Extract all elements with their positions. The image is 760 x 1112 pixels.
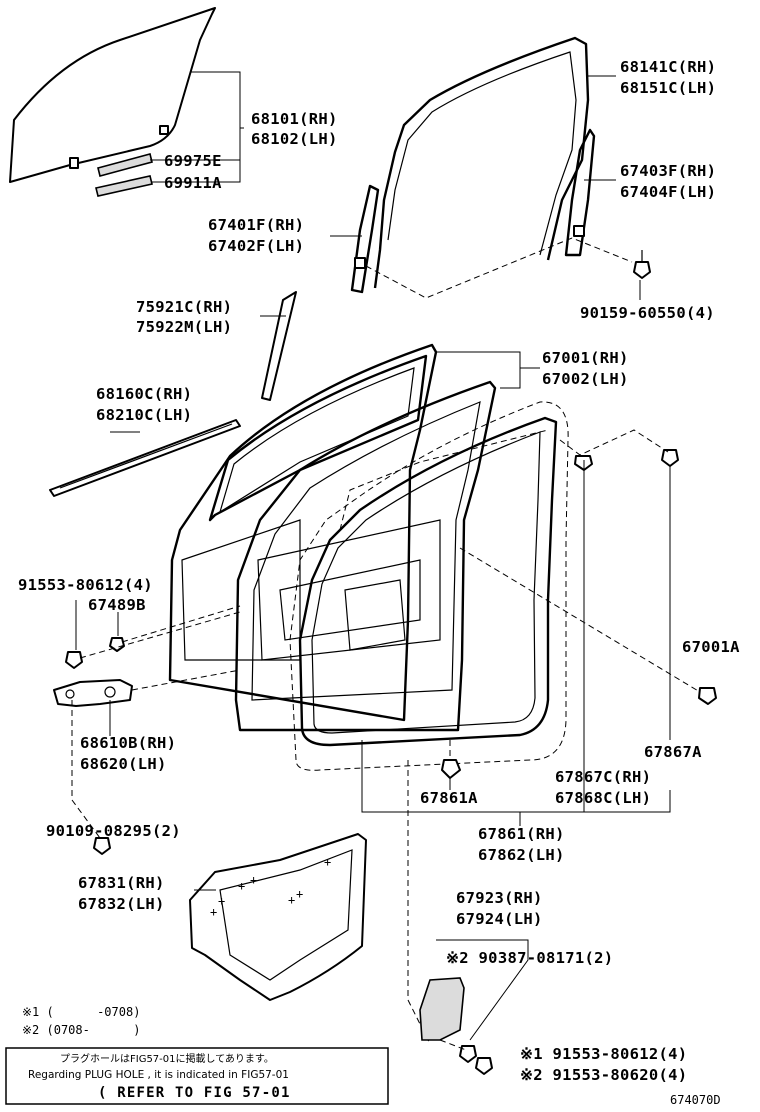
label-glass-lh: 68102(LH) — [251, 130, 338, 148]
label-weatherstrip-rh: 67861(RH) — [478, 825, 565, 843]
door-inner-frame-drawing — [234, 380, 497, 732]
upper-run-channel-drawing — [373, 36, 590, 289]
label-cover-lh: 67924(LH) — [456, 910, 543, 928]
screw-90159-drawing — [633, 250, 651, 279]
svg-text:+: + — [296, 887, 303, 901]
outer-garnish-drawing — [261, 291, 297, 401]
label-67861a: 67861A — [420, 789, 478, 807]
leader-lines — [75, 71, 671, 1041]
label-belt-lh: 68210C(LH) — [96, 406, 192, 424]
label-90159: 90159-60550(4) — [580, 304, 715, 322]
label-belt-rh: 68160C(RH) — [96, 385, 192, 403]
label-run-rear-rh: 67403F(RH) — [620, 162, 716, 180]
service-hole-film-drawing: + + + + + + + — [189, 833, 367, 1001]
label-67867a: 67867A — [644, 743, 702, 761]
label-mark2-screw: ※2 91553-80620(4) — [520, 1066, 687, 1084]
notice-box: プラグホールはFIG57-01に掲載してあります。 Regarding PLUG… — [5, 1047, 389, 1105]
svg-text:+: + — [210, 905, 217, 919]
label-69975e: 69975E — [164, 152, 222, 170]
label-garnish-rh: 75921C(RH) — [136, 298, 232, 316]
label-mark2-part: ※2 90387-08171(2) — [446, 949, 613, 967]
bolt-90109-drawing — [93, 837, 111, 855]
label-weather-c-rh: 67867C(RH) — [555, 768, 651, 786]
label-69911a: 69911A — [164, 174, 222, 192]
svg-text:+: + — [238, 879, 245, 893]
label-film-lh: 67832(LH) — [78, 895, 165, 913]
notice-reference: ( REFER TO FIG 57-01 — [98, 1085, 291, 1101]
bolt-91553-drawing — [65, 637, 125, 669]
label-run-upper-lh: 68151C(LH) — [620, 79, 716, 97]
clip-upper-drawing — [574, 449, 679, 471]
label-glass-rh: 68101(RH) — [251, 110, 338, 128]
legend-note-2: ※2 (0708- ) — [22, 1023, 140, 1037]
label-garnish-lh: 75922M(LH) — [136, 318, 232, 336]
legend-notes: ※1 ( -0708) ※2 (0708- ) — [22, 1005, 140, 1037]
rear-run-channel-drawing — [564, 128, 596, 257]
figure-code: 674070D — [670, 1093, 721, 1107]
door-glass-drawing — [9, 7, 216, 183]
label-67489b: 67489B — [88, 596, 146, 614]
label-hinge-rh: 68610B(RH) — [80, 734, 176, 752]
label-mark1-screw: ※1 91553-80612(4) — [520, 1045, 687, 1063]
label-weather-c-lh: 67868C(LH) — [555, 789, 651, 807]
label-hinge-lh: 68620(LH) — [80, 755, 167, 773]
clip-67001a-drawing — [698, 687, 717, 705]
clip-67861a-drawing — [441, 759, 461, 779]
label-run-upper-rh: 68141C(RH) — [620, 58, 716, 76]
label-run-rear-lh: 67404F(LH) — [620, 183, 716, 201]
lower-cover-drawing — [419, 977, 465, 1041]
weatherstrip-drawing — [298, 416, 558, 747]
label-cover-rh: 67923(RH) — [456, 889, 543, 907]
label-weatherstrip-lh: 67862(LH) — [478, 846, 565, 864]
door-panel-drawing — [168, 343, 438, 722]
label-film-rh: 67831(RH) — [78, 874, 165, 892]
notice-japanese: プラグホールはFIG57-01に掲載してあります。 — [60, 1052, 274, 1065]
glass-channel-drawing — [95, 153, 153, 197]
legend-note-1: ※1 ( -0708) — [22, 1005, 140, 1019]
svg-text:+: + — [250, 873, 257, 887]
screw-lower-drawing — [459, 1045, 493, 1075]
label-67001a: 67001A — [682, 638, 740, 656]
front-run-channel-drawing — [350, 184, 380, 294]
svg-text:+: + — [288, 893, 295, 907]
label-door-lh: 67002(LH) — [542, 370, 629, 388]
label-run-front-rh: 67401F(RH) — [208, 216, 304, 234]
door-hinge-drawing — [53, 679, 133, 707]
label-run-front-lh: 67402F(LH) — [208, 237, 304, 255]
svg-text:+: + — [324, 855, 331, 869]
label-door-rh: 67001(RH) — [542, 349, 629, 367]
belt-molding-drawing — [49, 419, 241, 497]
part-labels: 68101(RH) 68102(LH) 69975E 69911A 68141C… — [18, 58, 740, 1107]
svg-text:+: + — [218, 894, 225, 908]
label-90109: 90109-08295(2) — [46, 822, 181, 840]
notice-english: Regarding PLUG HOLE , it is indicated in… — [28, 1069, 289, 1081]
label-91553: 91553-80612(4) — [18, 576, 153, 594]
